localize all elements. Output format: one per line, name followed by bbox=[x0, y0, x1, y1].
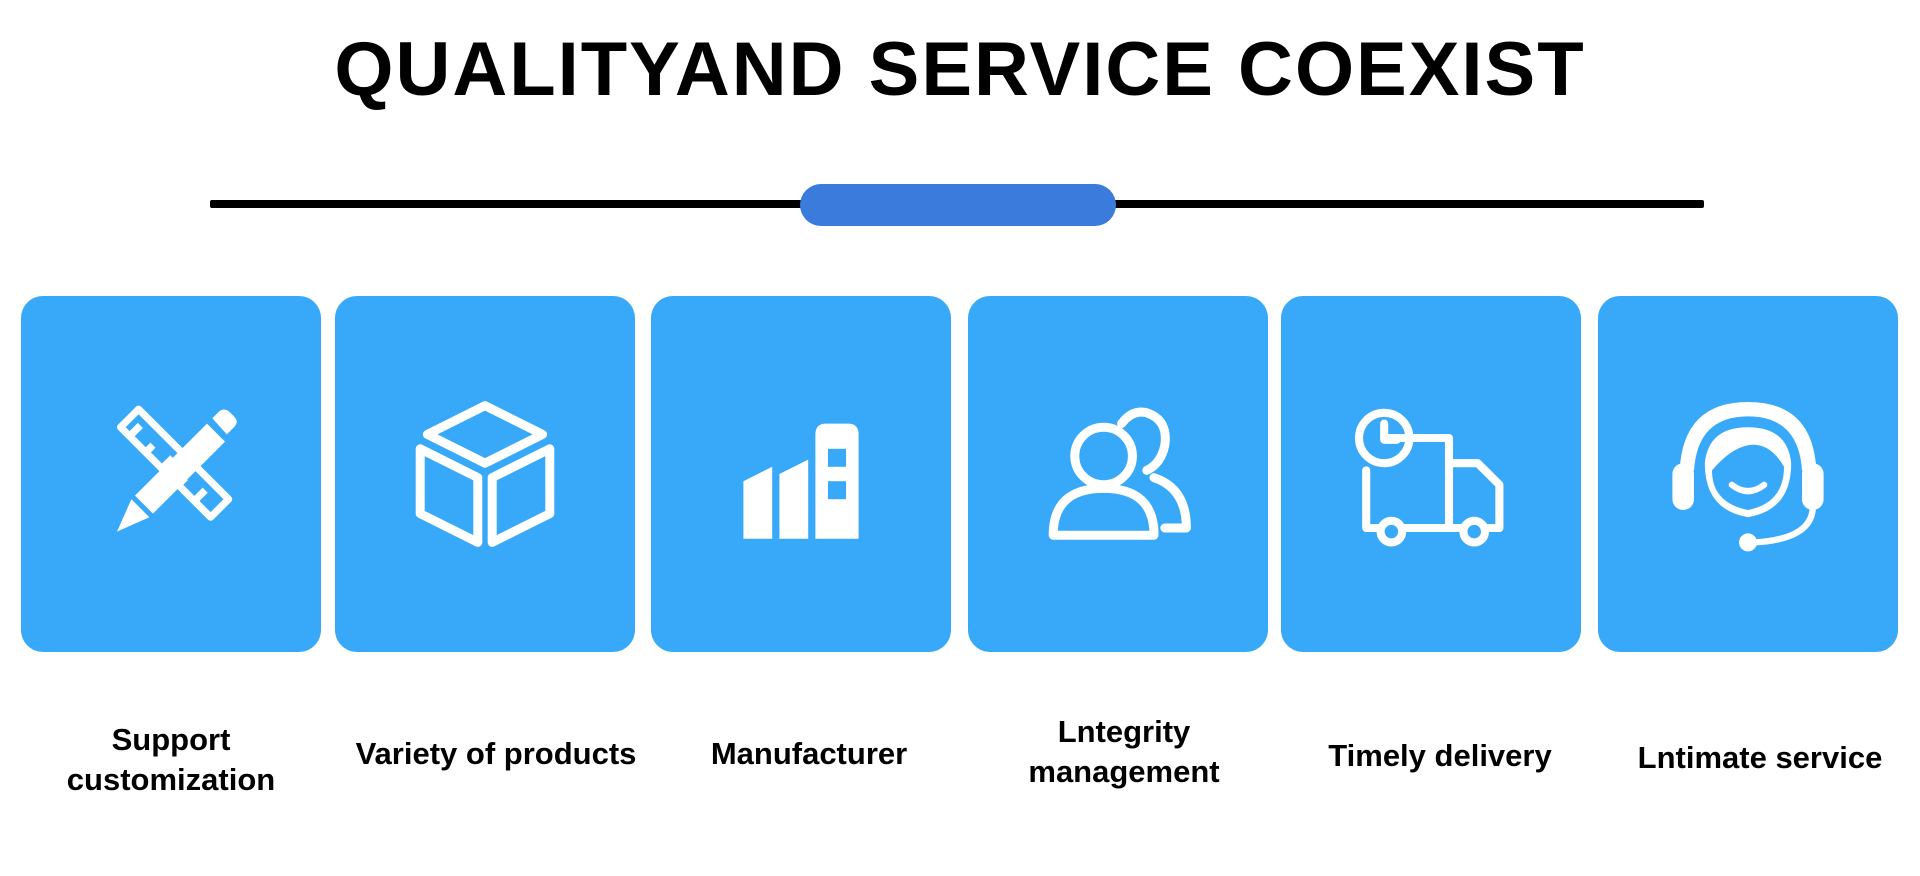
feature-tile-service bbox=[1598, 296, 1898, 652]
feature-tile-products bbox=[335, 296, 635, 652]
feature-label-customization: Support customization bbox=[66, 722, 276, 797]
feature-label-products: Variety of products bbox=[355, 736, 637, 771]
feature-tile-customization bbox=[21, 296, 321, 652]
page-title: QUALITYAND SERVICE COEXIST bbox=[334, 27, 1586, 112]
feature-label-integrity: Lntegrity management bbox=[1028, 714, 1220, 789]
feature-label-manufacturer: Manufacturer bbox=[710, 736, 908, 771]
feature-tile-integrity bbox=[968, 296, 1268, 652]
feature-label-delivery: Timely delivery bbox=[1328, 738, 1552, 773]
feature-tile-delivery bbox=[1281, 296, 1581, 652]
feature-tile-manufacturer bbox=[651, 296, 951, 652]
feature-label-service: Lntimate service bbox=[1637, 740, 1883, 775]
divider-accent-pill bbox=[800, 184, 1116, 226]
